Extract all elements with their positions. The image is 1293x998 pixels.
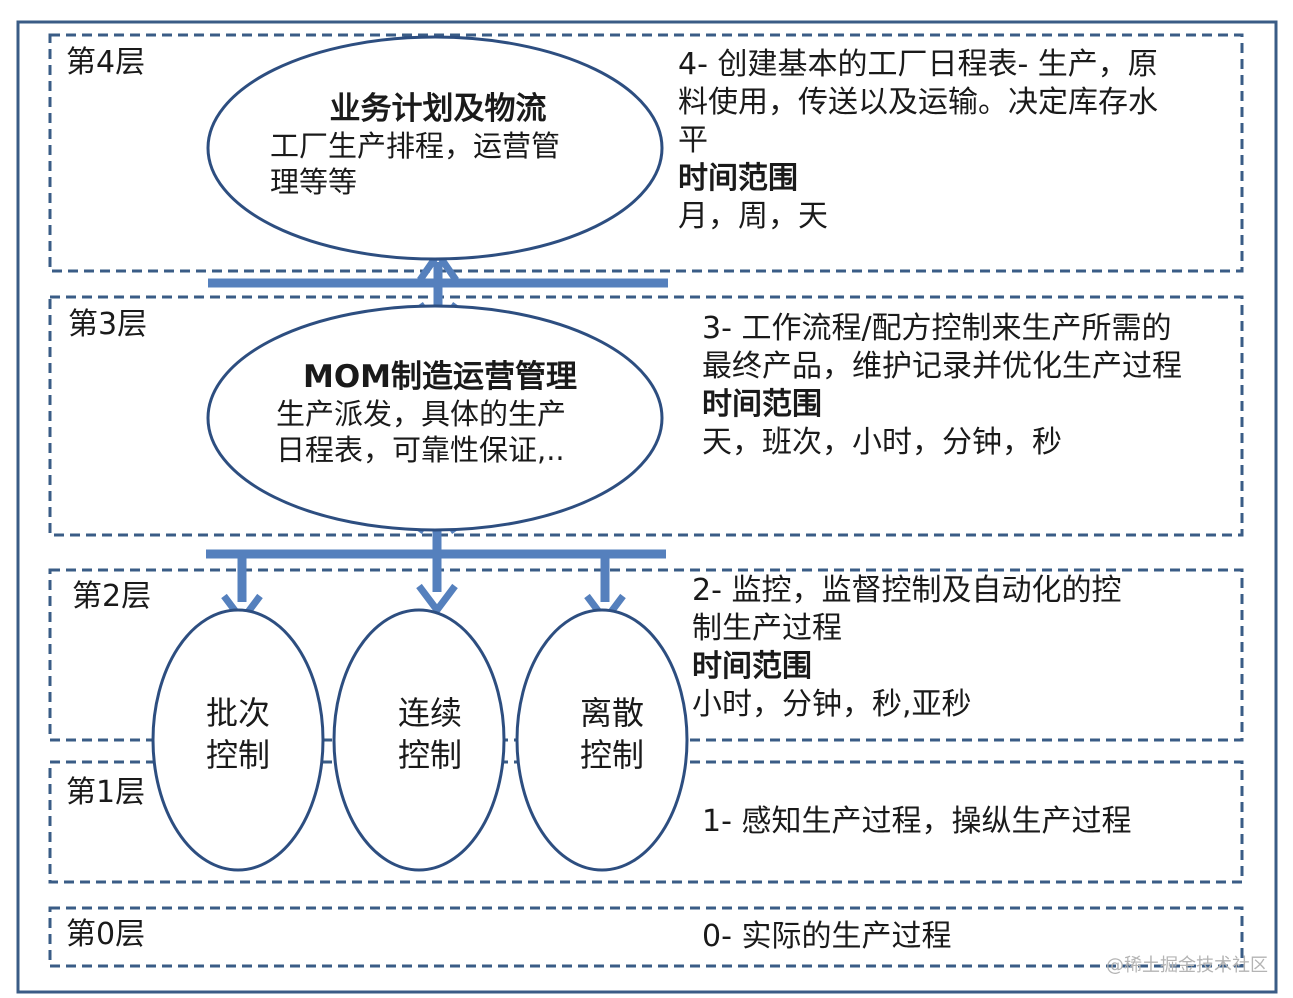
desc-line: 3- 工作流程/配方控制来生产所需的 bbox=[702, 311, 1172, 346]
continuous-control-label: 连续 控制 bbox=[370, 692, 490, 776]
desc-line: 最终产品，维护记录并优化生产过程 bbox=[702, 349, 1182, 384]
arrow-down-to-continuous bbox=[416, 583, 458, 616]
business-ellipse-title: 业务计划及物流 bbox=[329, 91, 547, 127]
desc-line: 制生产过程 bbox=[692, 611, 842, 646]
time-range-heading: 时间范围 bbox=[702, 387, 822, 422]
layer-2-label: 第2层 bbox=[72, 579, 152, 614]
batch-control-label: 批次 控制 bbox=[178, 692, 298, 776]
mom-ellipse-content: MOM制造运营管理 生产派发，具体的生产 日程表，可靠性保证,.. bbox=[270, 358, 610, 468]
time-range-heading: 时间范围 bbox=[678, 161, 798, 196]
time-range-value: 天，班次，小时，分钟，秒 bbox=[702, 425, 1062, 460]
desc-line: 4- 创建基本的工厂日程表- 生产，原 bbox=[678, 47, 1158, 82]
control-line: 批次 bbox=[205, 694, 270, 732]
layer-2-description: 2- 监控，监督控制及自动化的控 制生产过程 时间范围 小时，分钟，秒,亚秒 bbox=[692, 572, 1222, 724]
mom-ellipse bbox=[206, 304, 664, 532]
desc-line: 料使用，传送以及运输。决定库存水 bbox=[678, 85, 1158, 120]
mom-ellipse-body: 生产派发，具体的生产 日程表，可靠性保证,.. bbox=[270, 396, 610, 468]
layer-3-description: 3- 工作流程/配方控制来生产所需的 最终产品，维护记录并优化生产过程 时间范围… bbox=[702, 310, 1232, 462]
outer-frame bbox=[16, 20, 1278, 994]
desc-line: 1- 感知生产过程，操纵生产过程 bbox=[702, 804, 1132, 839]
desc-line: 平 bbox=[678, 123, 708, 158]
mom-ellipse-title: MOM制造运营管理 bbox=[302, 359, 578, 395]
discrete-control-label: 离散 控制 bbox=[552, 692, 672, 776]
control-line: 控制 bbox=[397, 736, 462, 774]
ellipse-body-line: 理等等 bbox=[270, 165, 358, 199]
layer-0-box bbox=[48, 906, 1244, 968]
ellipse-body-line: 工厂生产排程，运营管 bbox=[270, 129, 561, 163]
layer-4-label: 第4层 bbox=[66, 45, 146, 80]
watermark-text: @稀土掘金技术社区 bbox=[1106, 955, 1268, 976]
time-range-heading: 时间范围 bbox=[692, 649, 812, 684]
layer-4-box bbox=[48, 33, 1244, 273]
batch-control-ellipse bbox=[151, 608, 325, 872]
desc-line: 2- 监控，监督控制及自动化的控 bbox=[692, 573, 1122, 608]
business-ellipse-content: 业务计划及物流 工厂生产排程，运营管 理等等 bbox=[268, 90, 608, 200]
layer-4-description: 4- 创建基本的工厂日程表- 生产，原 料使用，传送以及运输。决定库存水 平 时… bbox=[678, 46, 1218, 236]
layer-1-label: 第1层 bbox=[66, 775, 146, 810]
layer-0-description: 0- 实际的生产过程 bbox=[702, 918, 1202, 956]
layer-3-box bbox=[48, 295, 1244, 537]
discrete-control-ellipse bbox=[515, 608, 689, 872]
ellipse-body-line: 日程表，可靠性保证,.. bbox=[276, 433, 565, 467]
time-range-value: 小时，分钟，秒,亚秒 bbox=[692, 687, 972, 722]
continuous-control-ellipse bbox=[332, 608, 506, 872]
layer-1-description: 1- 感知生产过程，操纵生产过程 bbox=[702, 803, 1222, 841]
business-planning-ellipse bbox=[206, 35, 664, 261]
control-line: 离散 bbox=[579, 694, 644, 732]
control-line: 连续 bbox=[397, 694, 462, 732]
desc-line: 0- 实际的生产过程 bbox=[702, 919, 952, 954]
business-ellipse-body: 工厂生产排程，运营管 理等等 bbox=[268, 128, 608, 200]
layer-0-label: 第0层 bbox=[66, 917, 146, 952]
control-line: 控制 bbox=[579, 736, 644, 774]
layer-3-label: 第3层 bbox=[68, 307, 148, 342]
ellipse-body-line: 生产派发，具体的生产 bbox=[276, 397, 567, 431]
control-line: 控制 bbox=[205, 736, 270, 774]
time-range-value: 月，周，天 bbox=[678, 199, 828, 234]
